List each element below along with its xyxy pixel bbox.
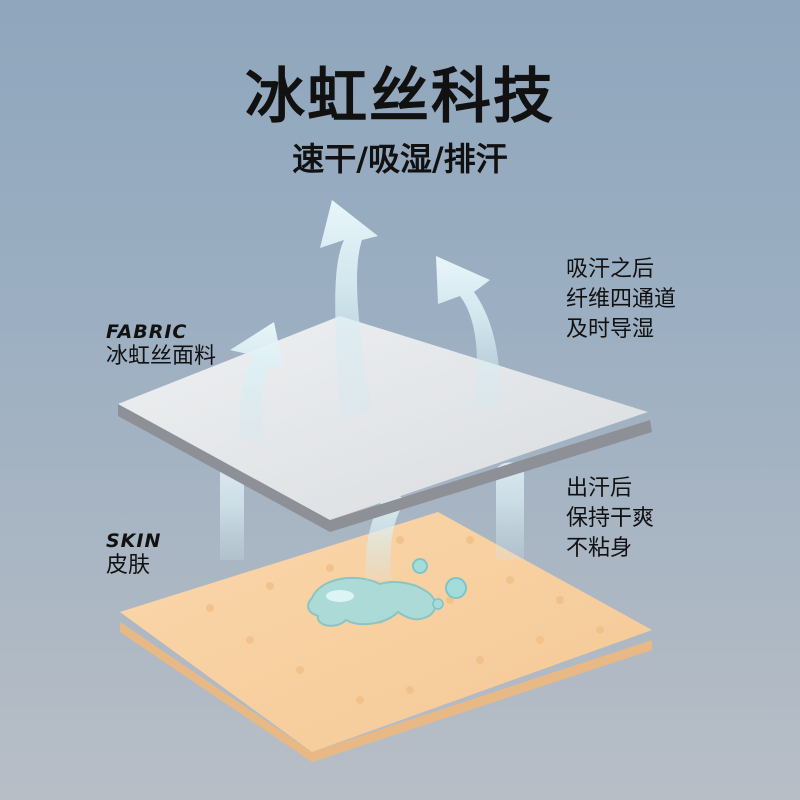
note-line: 纤维四通道 <box>566 287 677 312</box>
note-line: 出汗后 <box>566 476 633 501</box>
dry-note: 出汗后 保持干爽 不粘身 <box>566 474 654 564</box>
note-line: 吸汗之后 <box>566 257 655 282</box>
note-line: 保持干爽 <box>566 506 655 531</box>
sweat-droplet-icon <box>307 558 467 627</box>
page-title: 冰虹丝科技 <box>245 62 555 132</box>
fabric-label-zh: 冰虹丝面料 <box>106 343 217 369</box>
fabric-label-en: FABRIC <box>106 321 188 343</box>
skin-label-zh: 皮肤 <box>106 552 151 578</box>
skin-layer <box>120 512 652 762</box>
skin-label-en: SKIN <box>106 530 162 552</box>
note-line: 不粘身 <box>566 536 633 561</box>
page-subtitle: 速干/吸湿/排汗 <box>292 140 508 178</box>
wicking-note: 吸汗之后 纤维四通道 及时导湿 <box>566 255 676 345</box>
fabric-label: FABRIC 冰虹丝面料 <box>106 321 217 369</box>
skin-label: SKIN 皮肤 <box>106 530 162 578</box>
note-line: 及时导湿 <box>566 317 655 342</box>
moisture-arrows-upper <box>230 200 501 440</box>
